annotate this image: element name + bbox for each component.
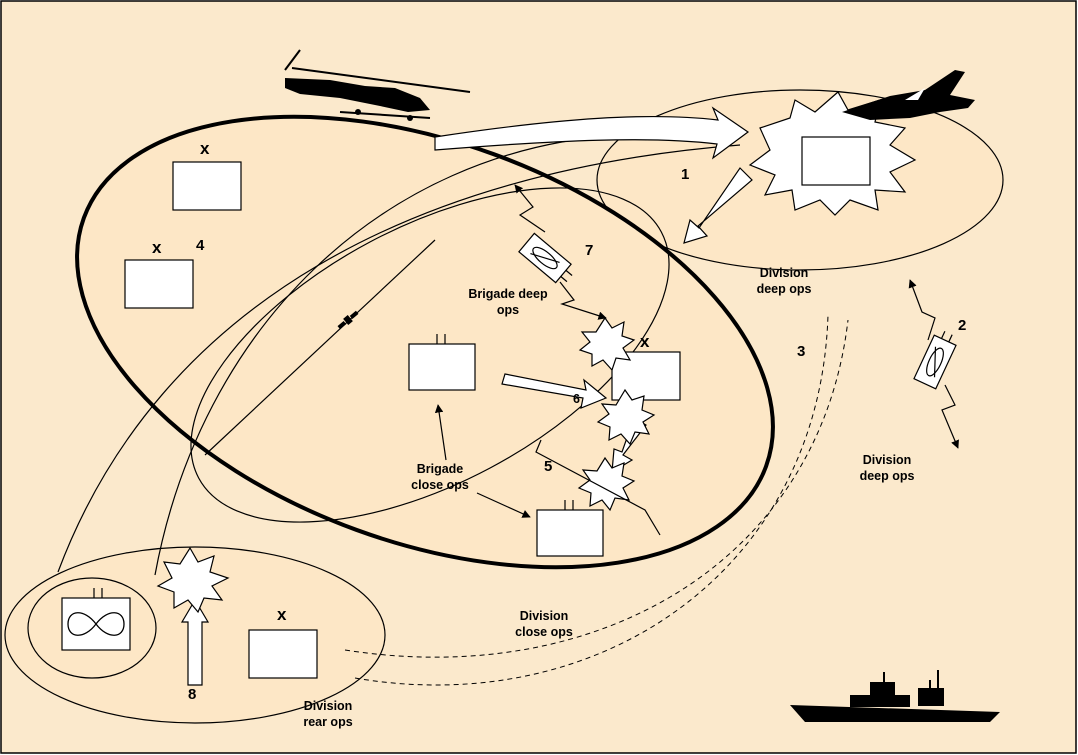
number-5: 5 — [544, 458, 552, 475]
number-2: 2 — [958, 317, 966, 334]
unit-box-left — [125, 260, 193, 308]
label-brigade-close-ops: close ops — [411, 478, 469, 492]
unit-mark-x: x — [277, 605, 287, 624]
label-division-deep-ops-top: deep ops — [757, 282, 812, 296]
unit-box-deep-overlay — [802, 137, 870, 185]
unit-box-top-left — [173, 162, 241, 210]
number-8: 8 — [188, 686, 196, 703]
unit-box-rear — [249, 630, 317, 678]
unit-mark-x: x — [152, 238, 162, 257]
unit-mark-x: x — [200, 139, 210, 158]
label-division-deep-ops-right: deep ops — [860, 469, 915, 483]
number-1: 1 — [681, 166, 689, 183]
unit-mark-x: x — [640, 332, 650, 351]
label-brigade-deep-ops: ops — [497, 303, 519, 317]
number-4: 4 — [196, 237, 205, 254]
number-6: 6 — [573, 392, 580, 406]
label-brigade-close-ops: Brigade — [417, 462, 464, 476]
number-7: 7 — [585, 242, 593, 259]
number-3: 3 — [797, 343, 805, 360]
label-division-close-ops: close ops — [515, 625, 573, 639]
label-division-deep-ops-top: Division — [760, 266, 809, 280]
label-division-deep-ops-right: Division — [863, 453, 912, 467]
label-division-close-ops: Division — [520, 609, 569, 623]
battalion-box-center — [409, 344, 475, 390]
label-division-rear-ops: Division — [304, 699, 353, 713]
battalion-box-bottom — [537, 510, 603, 556]
label-division-rear-ops: rear ops — [303, 715, 352, 729]
label-brigade-deep-ops: Brigade deep — [468, 287, 548, 301]
